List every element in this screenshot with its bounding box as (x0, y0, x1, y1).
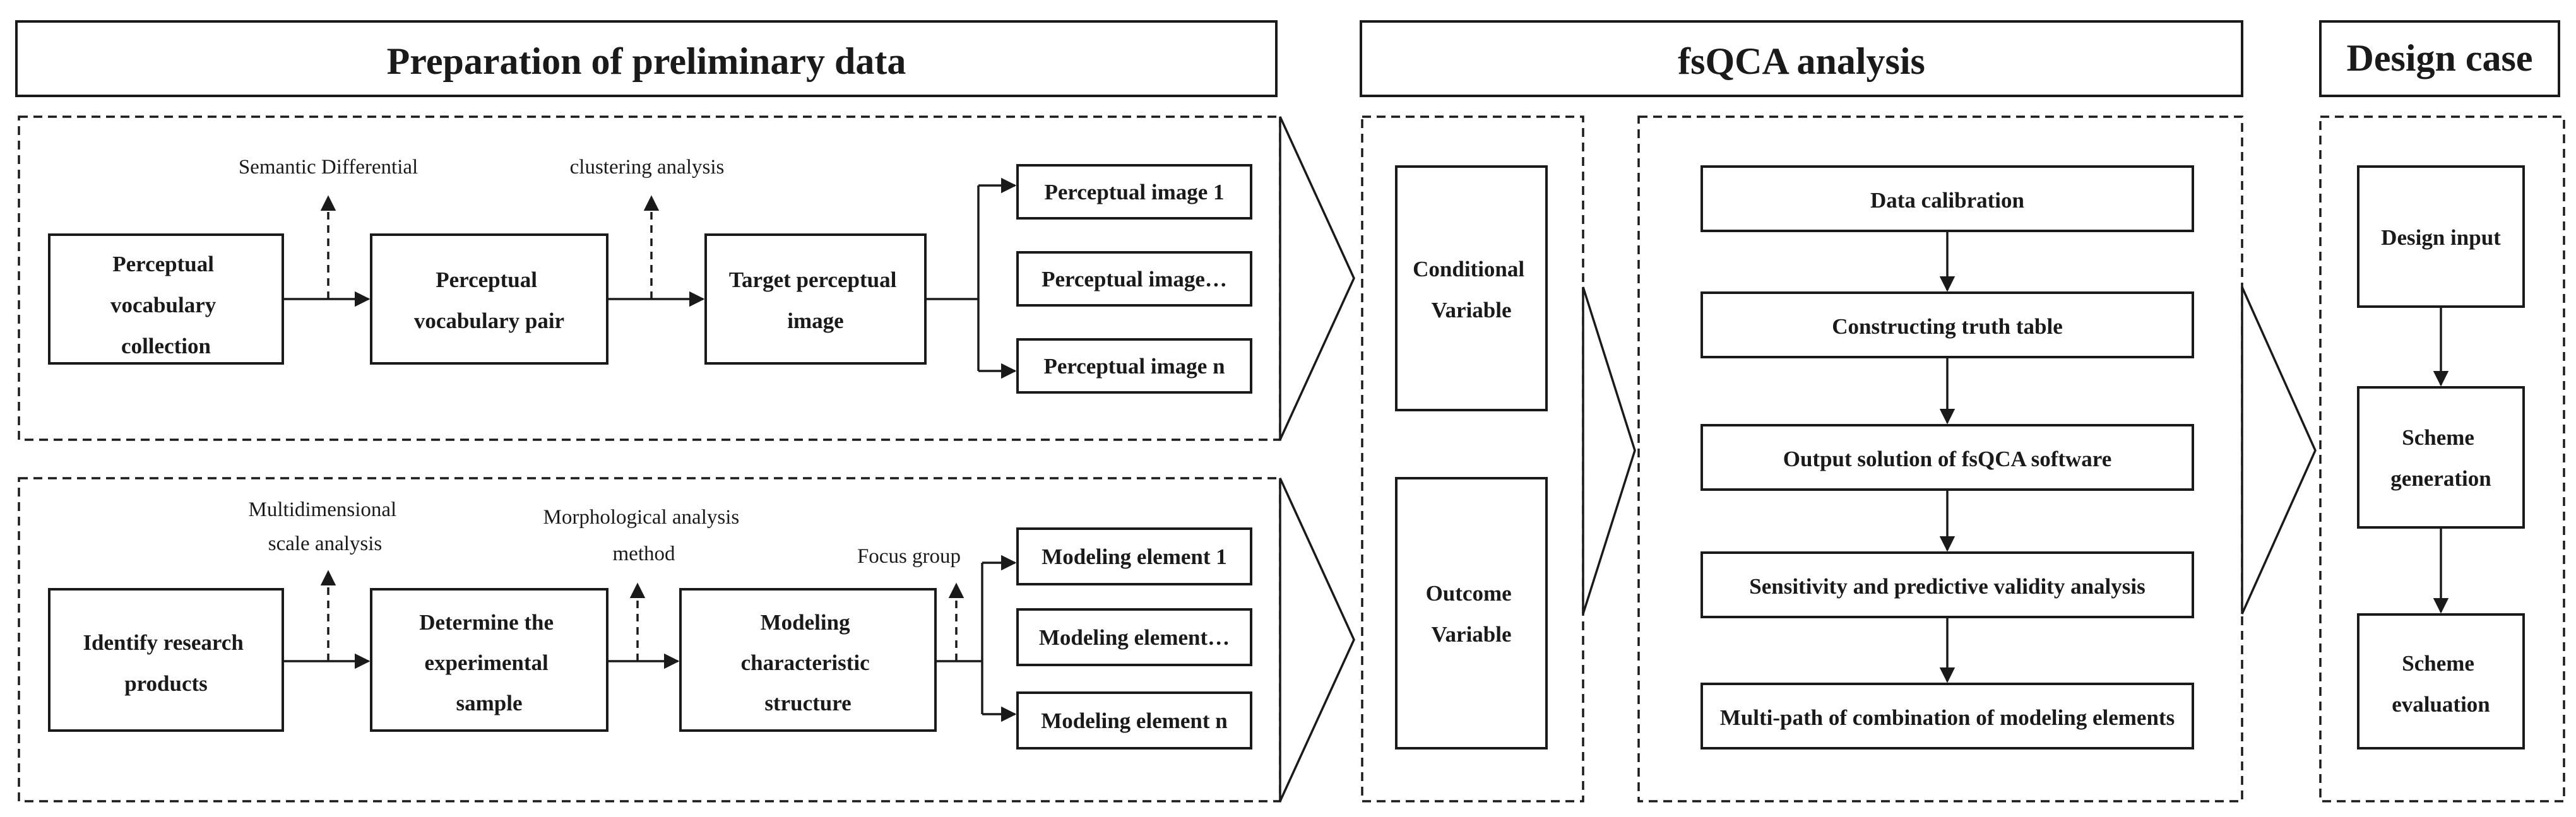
box-target-perceptual-image: Target perceptual image (704, 233, 927, 365)
chevron-top (1279, 116, 1355, 440)
svg-text:Determine the experiment: Determine the experimental sample (419, 610, 559, 715)
svg-text:Scheme generation: Scheme generation (2390, 425, 2491, 491)
box-scheme-generation: Scheme generation (2357, 386, 2525, 529)
step-1-label: Data calibration (1870, 188, 2024, 213)
svg-text:Target perceptual image: Target perceptual image (729, 267, 902, 333)
box-outcome-variable: Outcome Variable (1395, 477, 1548, 749)
identify-line-1: Identify research (83, 630, 243, 655)
note-mds-line-1: Multidimensional (249, 498, 397, 521)
outcome-line-1: Outcome (1426, 581, 1512, 606)
collection-line-2: vocabulary (110, 293, 217, 317)
box-perceptual-image-etc: Perceptual image… (1016, 251, 1252, 307)
box-perceptual-image-n: Perceptual image n (1016, 338, 1252, 394)
note-focus-group: Focus group (857, 545, 961, 568)
note-semantic-differential: Semantic Differential (239, 156, 418, 179)
design-input-label: Design input (2381, 225, 2501, 250)
box-modeling-element-etc: Modeling element… (1016, 608, 1252, 666)
header-prep-label: Preparation of preliminary data (387, 40, 906, 82)
step-3-label: Output solution of fsQCA software (1783, 447, 2112, 471)
element-1-label: Modeling element 1 (1042, 544, 1227, 569)
image-n-label: Perceptual image n (1043, 354, 1225, 379)
panel-design-steps (2319, 115, 2565, 802)
element-n-label: Modeling element n (1041, 708, 1228, 733)
note-mds-line-2: scale analysis (268, 532, 383, 555)
step-output-solution: Output solution of fsQCA software (1701, 424, 2194, 491)
modeling-line-2: characteristic (741, 650, 870, 675)
target-line-1: Target perceptual (729, 267, 897, 292)
box-modeling-element-1: Modeling element 1 (1016, 527, 1252, 585)
svg-text:Outcome Variable: Outcome Variable (1426, 581, 1517, 647)
pair-line-2: vocabulary pair (414, 309, 564, 333)
evaluation-line-1: Scheme (2402, 651, 2474, 676)
image-etc-label: Perceptual image… (1042, 267, 1227, 291)
generation-line-2: generation (2390, 466, 2491, 491)
outcome-line-2: Variable (1431, 622, 1511, 647)
chevron-fsqca (2241, 286, 2317, 614)
svg-text:Multidimensional scale ana: Multidimensional scale analysis (249, 498, 402, 555)
svg-text:Morphological analysis met: Morphological analysis method (543, 506, 745, 565)
determine-line-1: Determine the (419, 610, 554, 635)
box-perceptual-vocabulary-collection: Perceptual vocabulary collection (48, 233, 284, 365)
determine-line-3: sample (456, 691, 523, 715)
step-data-calibration: Data calibration (1701, 165, 2194, 232)
step-2-label: Constructing truth table (1832, 314, 2063, 339)
step-4-label: Sensitivity and predictive validity anal… (1749, 574, 2146, 599)
pair-line-1: Perceptual (436, 267, 537, 292)
box-determine-experimental-sample: Determine the experimental sample (370, 588, 608, 732)
box-modeling-characteristic-structure: Modeling characteristic structure (679, 588, 937, 732)
box-perceptual-vocabulary-pair: Perceptual vocabulary pair (370, 233, 608, 365)
box-scheme-evaluation: Scheme evaluation (2357, 613, 2525, 749)
collection-line-3: collection (121, 334, 211, 358)
modeling-line-3: structure (764, 691, 851, 715)
conditional-line-2: Variable (1431, 298, 1511, 322)
box-design-input: Design input (2357, 165, 2525, 308)
svg-text:Modeling characteristic: Modeling characteristic structure (741, 610, 875, 715)
header-prep: Preparation of preliminary data (15, 20, 1278, 97)
evaluation-line-2: evaluation (2392, 692, 2490, 717)
image-1-label: Perceptual image 1 (1044, 180, 1224, 204)
target-line-2: image (787, 309, 843, 333)
conditional-line-1: Conditional (1413, 257, 1524, 281)
svg-text:Scheme evaluation: Scheme evaluation (2392, 651, 2490, 717)
panel-variables (1361, 115, 1584, 802)
note-clustering-analysis: clustering analysis (570, 156, 725, 179)
step-sensitivity-analysis: Sensitivity and predictive validity anal… (1701, 551, 2194, 618)
identify-line-2: products (124, 671, 208, 696)
determine-line-2: experimental (424, 650, 549, 675)
collection-line-1: Perceptual (112, 252, 214, 276)
box-modeling-element-n: Modeling element n (1016, 691, 1252, 749)
header-fsqca-label: fsQCA analysis (1678, 40, 1925, 82)
note-morph-line-1: Morphological analysis (543, 506, 740, 529)
header-design-label: Design case (2347, 37, 2533, 79)
svg-text:Conditional Variable: Conditional Variable (1413, 257, 1530, 322)
element-etc-label: Modeling element… (1039, 625, 1230, 650)
svg-text:Identify research produc: Identify research products (83, 630, 249, 696)
box-conditional-variable: Conditional Variable (1395, 165, 1548, 411)
box-identify-research-products: Identify research products (48, 588, 284, 732)
svg-text:Perceptual vocabulary pa: Perceptual vocabulary pair (414, 267, 564, 333)
box-perceptual-image-1: Perceptual image 1 (1016, 164, 1252, 220)
header-fsqca: fsQCA analysis (1360, 20, 2243, 97)
step-constructing-truth-table: Constructing truth table (1701, 291, 2194, 358)
modeling-line-1: Modeling (761, 610, 850, 635)
chevron-variables (1582, 286, 1636, 614)
step-5-label: Multi-path of combination of modeling el… (1720, 705, 2175, 730)
chevron-bottom (1279, 478, 1355, 802)
svg-text:Perceptual vocabulary: Perceptual vocabulary collection (110, 252, 222, 358)
header-design: Design case (2319, 20, 2560, 97)
generation-line-1: Scheme (2402, 425, 2474, 450)
step-multi-path-combination: Multi-path of combination of modeling el… (1701, 683, 2194, 749)
note-morph-line-2: method (613, 543, 675, 565)
